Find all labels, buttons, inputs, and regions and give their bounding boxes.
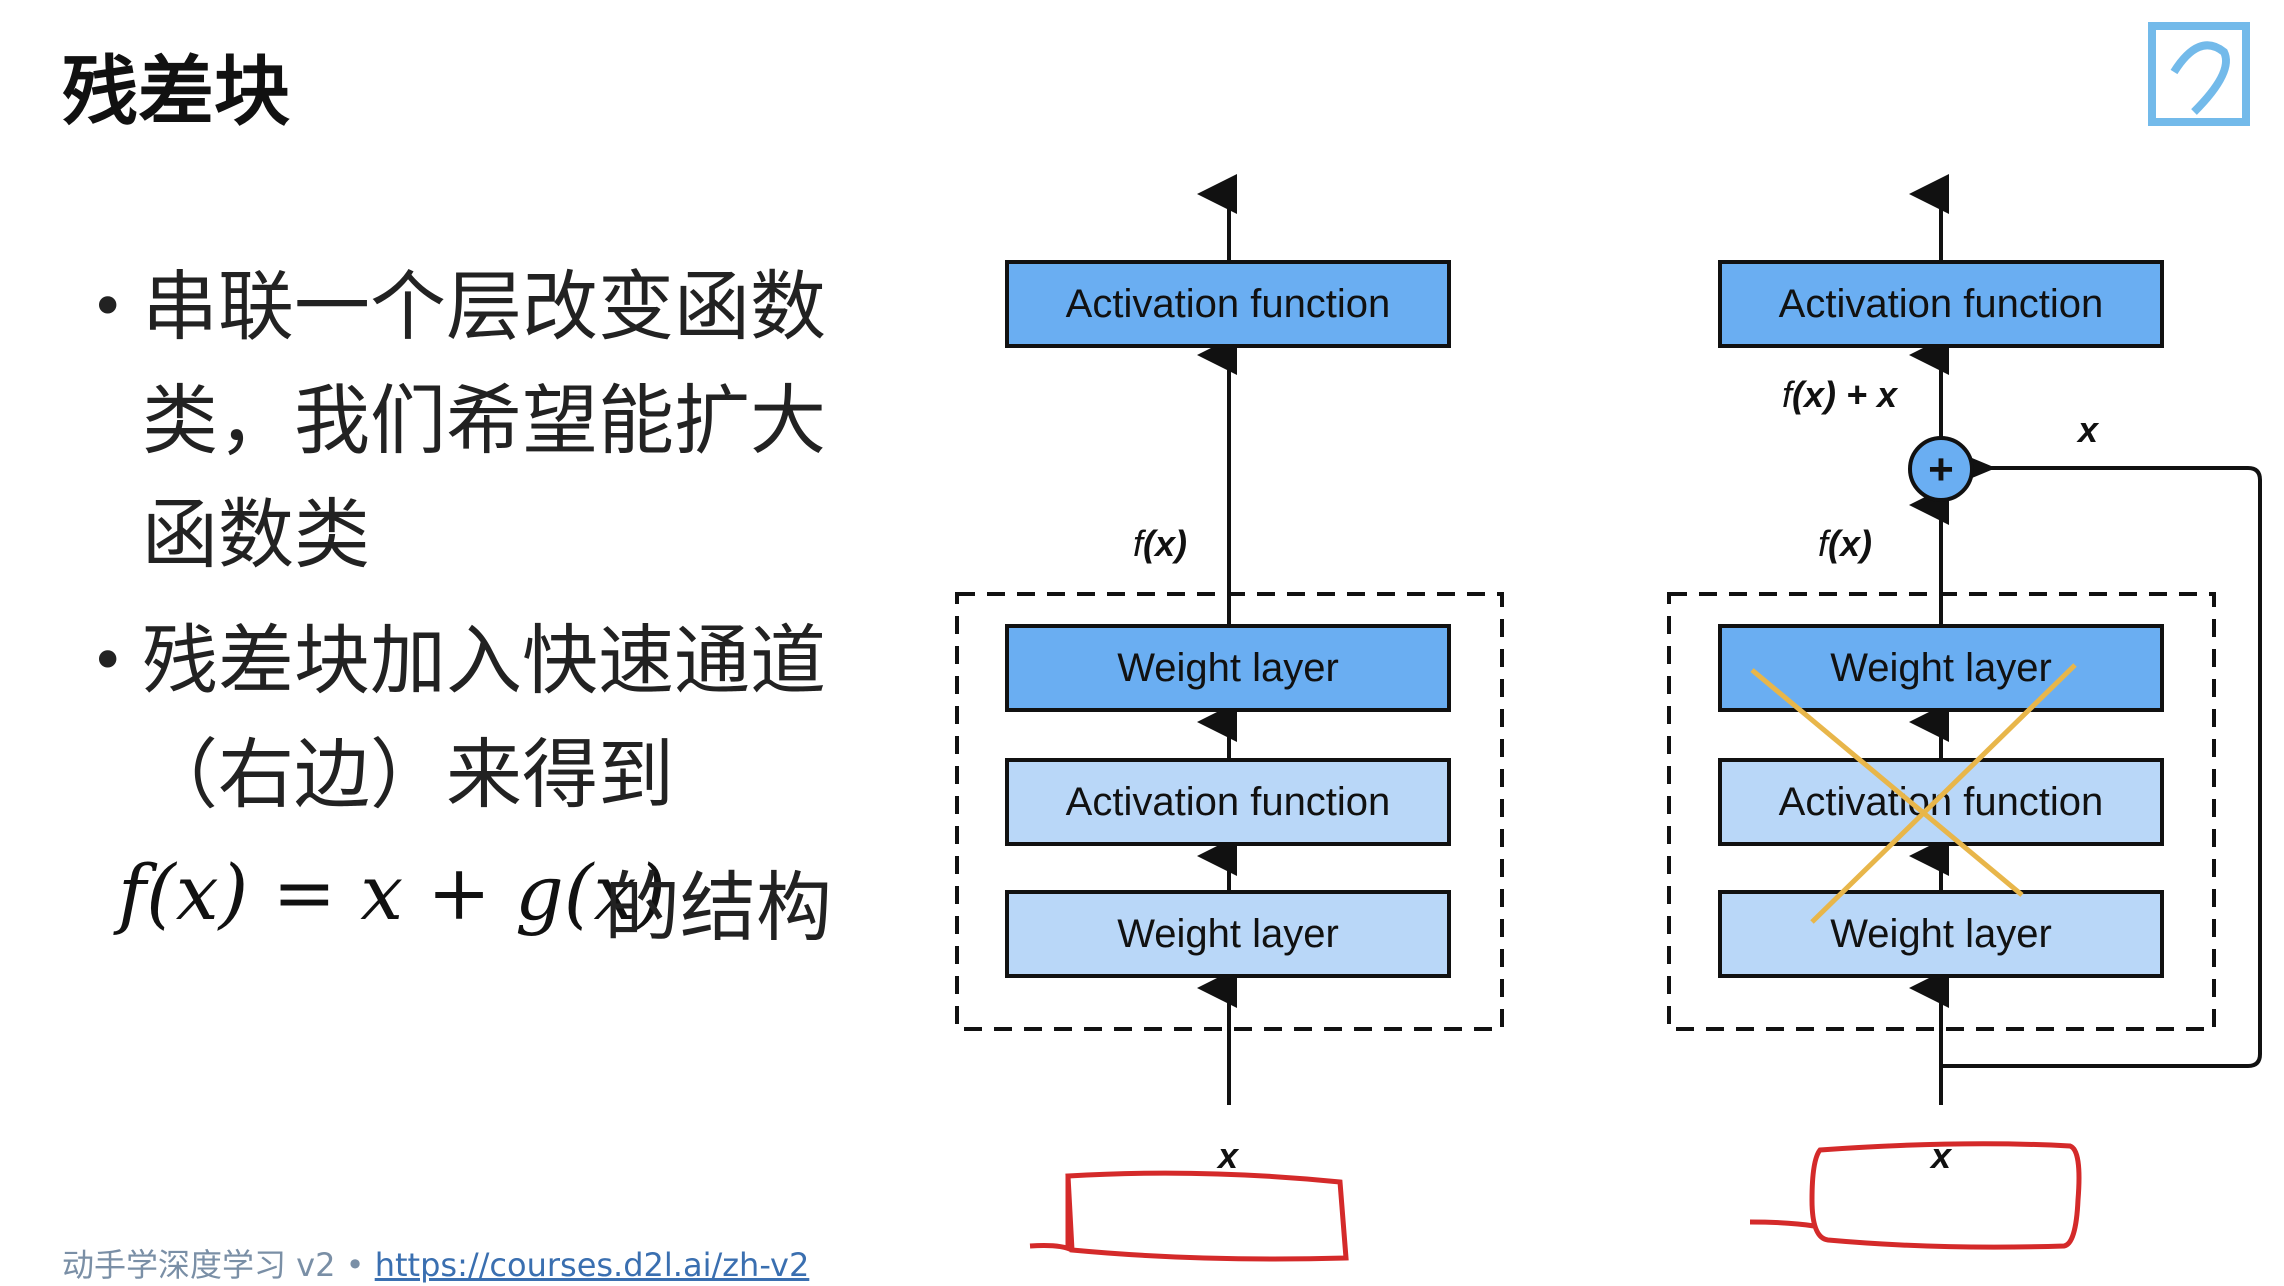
left-top-activation-box	[1005, 260, 1451, 348]
skip-connection-line	[1941, 448, 2262, 1068]
left-weight-layer-bottom-box	[1005, 890, 1451, 978]
bullet-item-1: • 串联一个层改变函数类，我们希望能扩大函数类	[90, 250, 890, 592]
right-weight-layer-top-label: Weight layer	[1830, 646, 2052, 690]
footer-course: 动手学深度学习 v2 •	[62, 1246, 375, 1284]
residual-formula: f(x) = x + g(x)	[118, 848, 666, 937]
right-sum-label: f(x) + x	[1782, 374, 1899, 415]
skip-x-label: x	[2076, 409, 2100, 450]
left-top-activation-label: Activation function	[1066, 282, 1391, 326]
left-activation-mid-box	[1005, 758, 1451, 846]
right-weight-layer-bottom-label: Weight layer	[1830, 912, 2052, 956]
left-red-annotation	[1029, 1170, 1349, 1262]
formula-suffix: 的结构	[604, 863, 832, 952]
bullet-dot-icon: •	[90, 626, 126, 696]
plus-symbol: +	[1928, 445, 1954, 494]
slide-title: 残差块	[62, 47, 290, 136]
right-weight-layer-top-box	[1718, 624, 2164, 712]
bullet-text-1: 串联一个层改变函数类，我们希望能扩大函数类	[142, 262, 826, 579]
plus-circle-icon	[1908, 436, 1974, 502]
left-weight-layer-bottom-label: Weight layer	[1117, 912, 1339, 956]
left-block: Activation function Weight layer Activat…	[955, 174, 1504, 1262]
left-input-x-label: x	[1216, 1135, 1240, 1176]
left-activation-mid-label: Activation function	[1066, 780, 1391, 824]
bullet-text-2: 残差块加入快速通道（右边）来得到	[142, 616, 826, 819]
left-weight-layer-top-label: Weight layer	[1117, 646, 1339, 690]
right-fx-label: f(x)	[1818, 523, 1872, 564]
right-activation-mid-label: Activation function	[1779, 780, 2104, 824]
footer: 动手学深度学习 v2 • https://courses.d2l.ai/zh-v…	[62, 1240, 809, 1286]
right-top-activation-box	[1718, 260, 2164, 348]
right-weight-layer-bottom-box	[1718, 890, 2164, 978]
bilibili-logo-icon	[2144, 12, 2254, 136]
cross-out-line-1	[1750, 668, 2024, 897]
left-weight-layer-top-box	[1005, 624, 1451, 712]
right-top-activation-label: Activation function	[1779, 282, 2104, 326]
right-red-annotation	[1749, 1141, 2082, 1250]
bullet-dot-icon: •	[90, 272, 126, 342]
right-block: x + f(x) + x Activation function Weight …	[1667, 174, 2262, 1250]
bullet-item-2: • 残差块加入快速通道（右边）来得到	[90, 604, 890, 832]
cross-out-line-2	[1810, 663, 2077, 924]
left-fx-label: f(x)	[1133, 523, 1187, 564]
right-input-x-label: x	[1929, 1135, 1953, 1176]
bullet-list: • 串联一个层改变函数类，我们希望能扩大函数类 • 残差块加入快速通道（右边）来…	[90, 250, 890, 832]
footer-link[interactable]: https://courses.d2l.ai/zh-v2	[374, 1246, 810, 1284]
